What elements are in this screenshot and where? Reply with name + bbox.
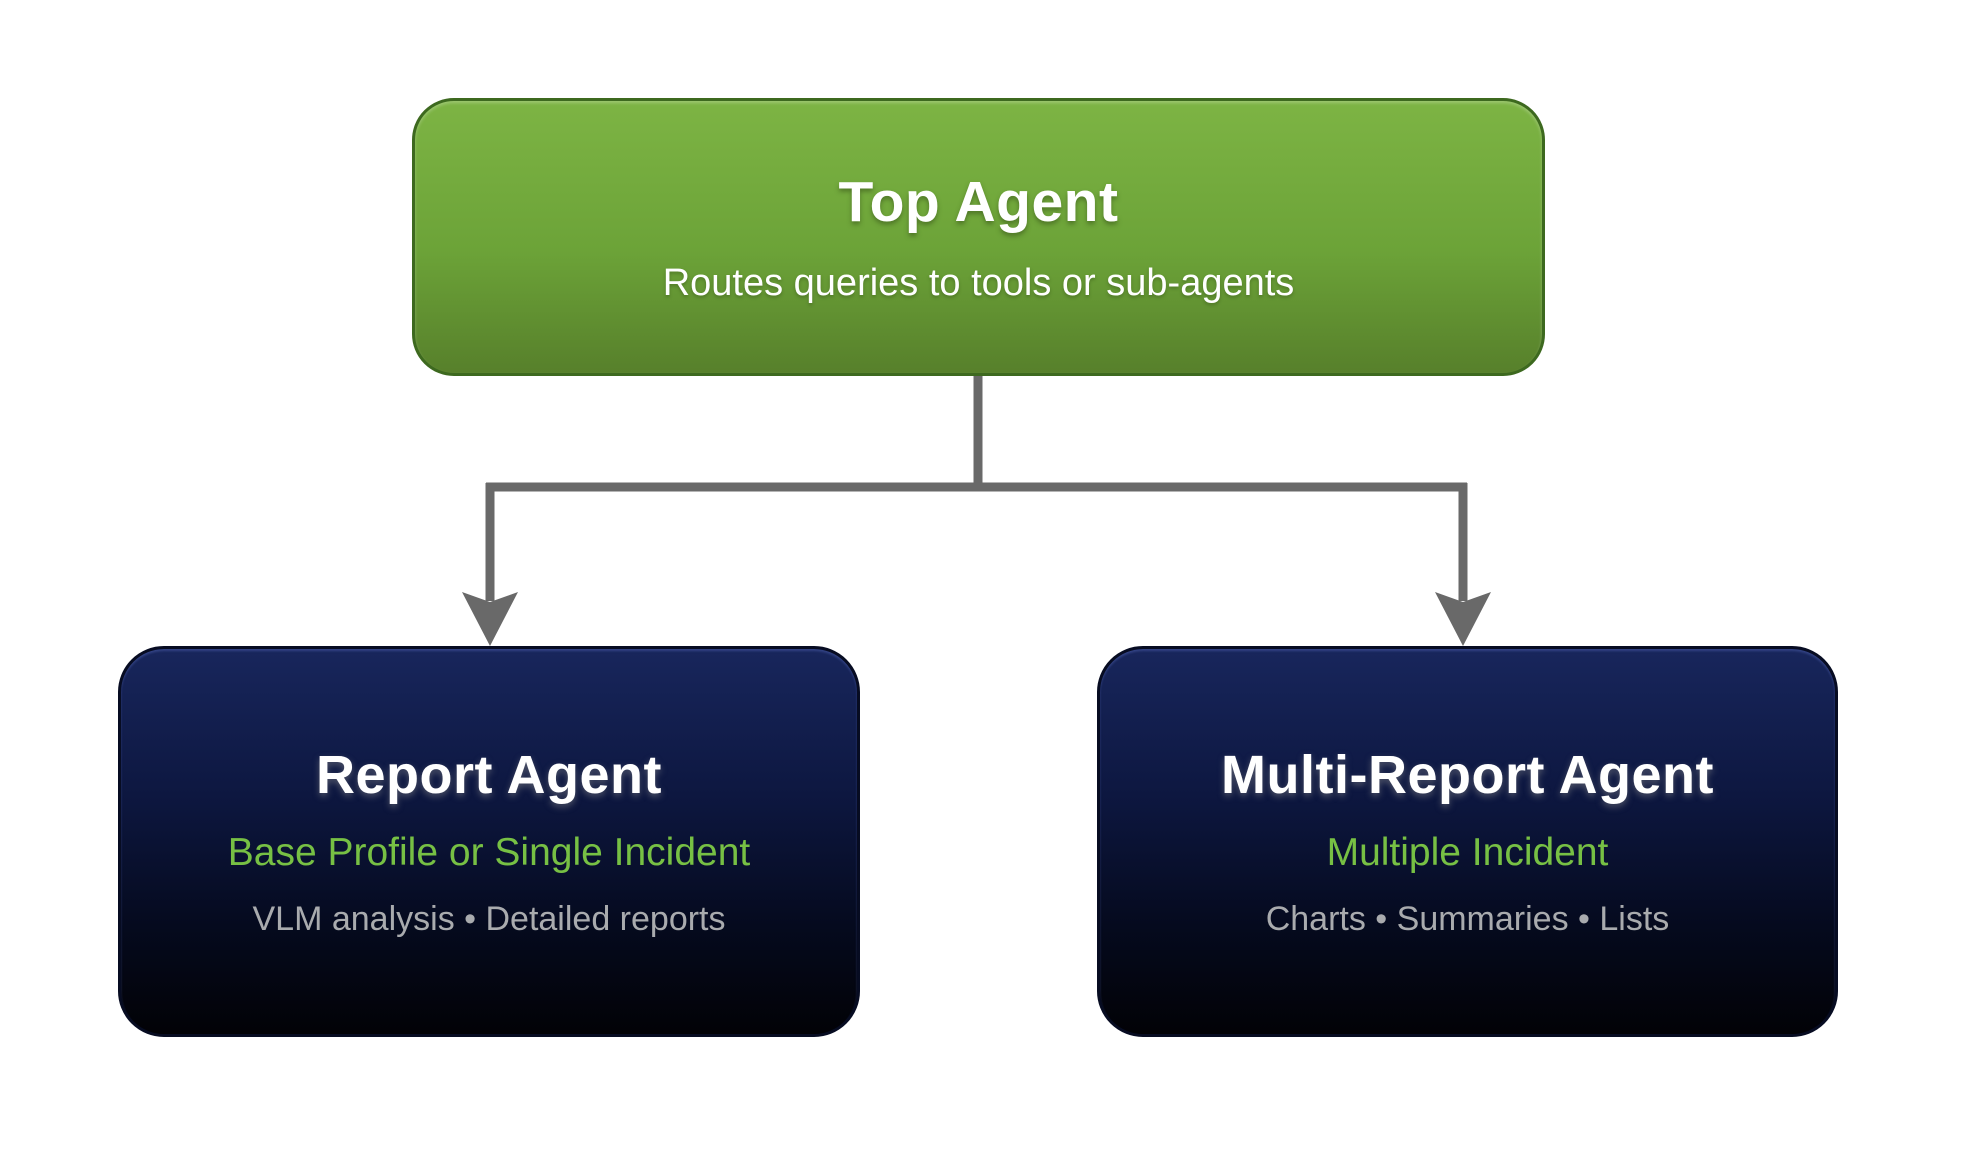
report-agent-highlight: Base Profile or Single Incident xyxy=(227,831,751,874)
report-agent-title: Report Agent xyxy=(316,745,662,805)
node-report-agent: Report Agent Base Profile or Single Inci… xyxy=(118,646,860,1037)
top-agent-subtitle: Routes queries to tools or sub-agents xyxy=(662,262,1295,304)
left-arrowhead-icon xyxy=(462,592,518,646)
top-agent-title: Top Agent xyxy=(838,170,1119,234)
node-multi-report-agent: Multi-Report Agent Multiple Incident Cha… xyxy=(1097,646,1838,1037)
multi-report-agent-details: Charts • Summaries • Lists xyxy=(1265,900,1670,938)
report-agent-details: VLM analysis • Detailed reports xyxy=(252,900,726,938)
multi-report-agent-title: Multi-Report Agent xyxy=(1221,745,1714,805)
node-top-agent: Top Agent Routes queries to tools or sub… xyxy=(412,98,1545,376)
multi-report-agent-highlight: Multiple Incident xyxy=(1326,831,1609,874)
right-arrowhead-icon xyxy=(1435,592,1491,646)
